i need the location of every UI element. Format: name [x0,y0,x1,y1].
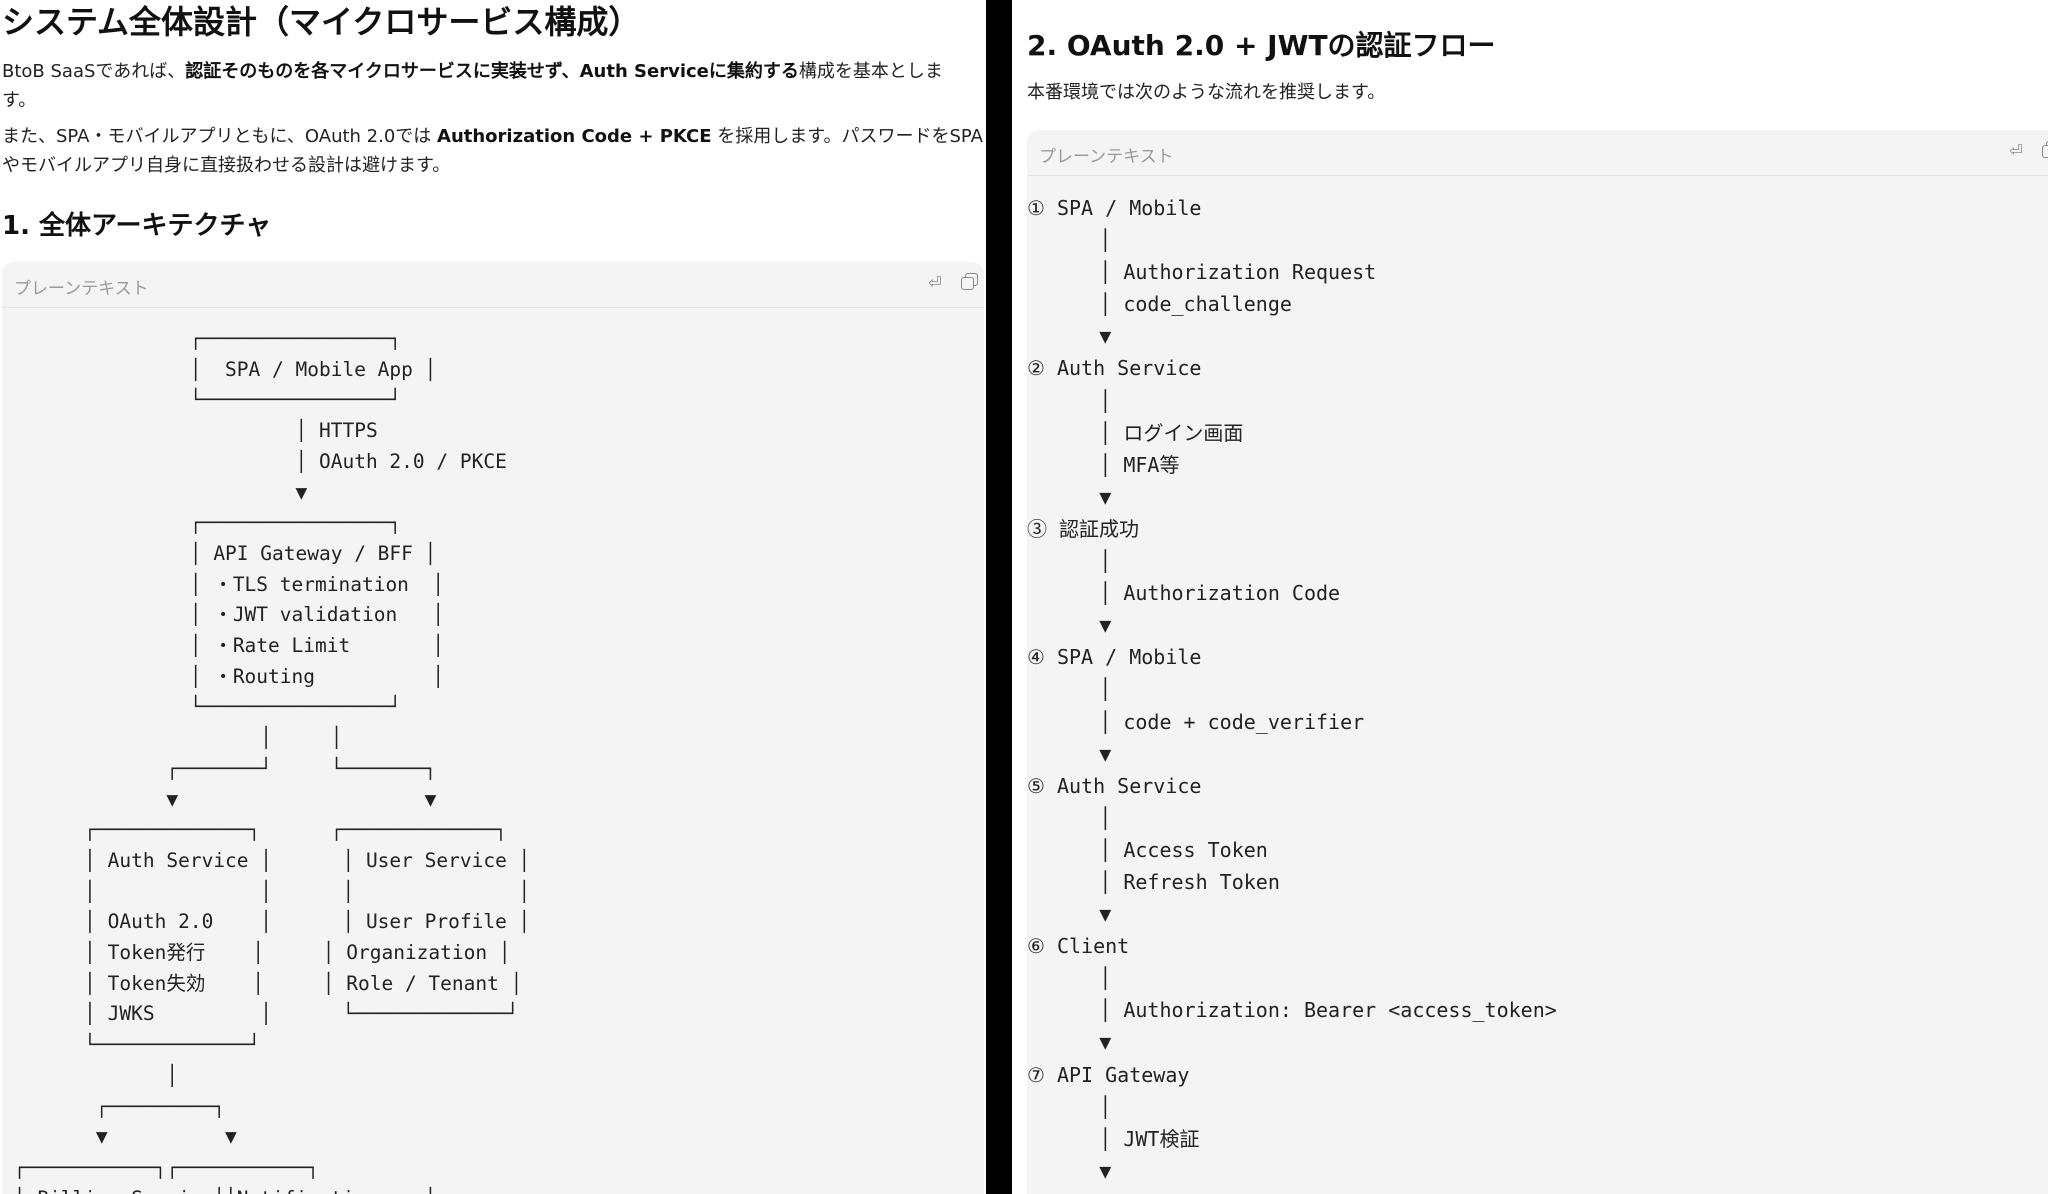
diagram-line: │ API Gateway / BFF │ [2,541,437,565]
diagram-line: ┌────────────────┐ [2,327,402,350]
copy-icon[interactable] [2037,140,2048,162]
architecture-section-title: 1. 全体アーキテクチャ [2,211,272,241]
diagram-line: ▼ [2,480,308,504]
diagram-line: │ Billing Service││Notification │ [2,1187,437,1194]
flow-line: ▼ [1027,741,1112,766]
diagram-line: │ SPA / Mobile App │ [2,357,437,381]
flow-line: ▼ [1027,484,1112,509]
flow-line: │ Authorization: Bearer <access_token> [1027,998,1557,1023]
wrap-icon[interactable]: ⏎ [2009,141,2023,160]
diagram-line: │ ・TLS termination │ [2,572,445,596]
flow-line: ⑦ API Gateway [1027,1062,1190,1087]
copy-icon[interactable] [956,272,978,294]
diagram-line: │ [2,1063,179,1087]
flow-line: ④ SPA / Mobile [1027,645,1202,670]
diagram-line: └────────────────┘ [2,388,402,412]
diagram-line: ▼ ▼ [2,787,437,811]
auth-method-text-post: を採用します。パスワードをSPA [711,126,983,147]
flow-line: │ [1027,677,1112,702]
intro-paragraph: BtoB SaaSであれば、認証そのものを各マイクロサービスに実装せず、Auth… [2,57,982,115]
flow-line: ▼ [1027,613,1112,638]
flow-section-title: 2. OAuth 2.0 + JWTの認証フロー [1027,29,1496,62]
diagram-line: │ JWKS │ └─────────────┘ [2,1002,519,1026]
flow-line: ② Auth Service [1027,356,1202,381]
left-document-pane: システム全体設計（マイクロサービス構成） BtoB SaaSであれば、認証そのも… [0,0,986,1194]
diagram-line: ▼ ▼ [2,1125,237,1149]
diagram-line: │ OAuth 2.0 / PKCE [2,449,507,473]
flow-line: │ [1027,966,1112,991]
diagram-line: │ Token発行 │ │ Organization │ [2,941,511,965]
page-title: システム全体設計（マイクロサービス構成） [2,3,641,41]
code-block-header: プレーンテキスト ⏎ [2,262,984,308]
flow-line: │ code_challenge [1027,292,1292,317]
flow-line: ▼ [1027,1030,1112,1055]
flow-line: │ [1027,1094,1112,1119]
architecture-code-block: プレーンテキスト ⏎ ┌────────────────┐ │ SPA / Mo… [2,262,984,1194]
intro-text-pre: BtoB SaaSであれば、 [2,61,186,82]
diagram-line: ┌─────────────┐ ┌─────────────┐ [2,818,507,842]
intro-text-post-2: す。 [2,90,37,111]
auth-method-paragraph: また、SPA・モバイルアプリともに、OAuth 2.0では Authorizat… [2,122,986,180]
flow-code-block: プレーンテキスト ⏎ ① SPA / Mobile │ │ Authorizat… [1027,130,2048,1194]
intro-text-post: 構成を基本としま [798,61,943,82]
flow-line: │ Refresh Token [1027,869,1280,894]
flow-line: ① SPA / Mobile [1027,196,1202,220]
flow-line: ⑧ Backend Service [1027,1191,1238,1194]
diagram-line: │ ・Routing │ [2,664,445,688]
diagram-line: └─────────────┘ [2,1033,261,1057]
diagram-line: │ OAuth 2.0 │ │ User Profile │ [2,910,531,934]
flow-line: │ code + code_verifier [1027,709,1365,734]
auth-method-text-bold: Authorization Code + PKCE [437,126,712,147]
auth-method-text-post-2: やモバイルアプリ自身に直接扱わせる設計は避けます。 [2,155,451,176]
flow-line: │ [1027,228,1112,253]
flow-line: ▼ [1027,1158,1112,1183]
flow-line: │ JWT検証 [1027,1126,1200,1151]
diagram-line: ┌───────────┐┌───────────┐ [2,1155,319,1179]
diagram-line: │ │ │ │ [2,879,531,903]
auth-flow-text: ① SPA / Mobile │ │ Authorization Request… [1027,192,1557,1194]
diagram-line: │ Auth Service │ │ User Service │ [2,848,531,872]
diagram-line: │ ・JWT validation │ [2,603,445,627]
diagram-line: ┌────────────────┐ [2,511,402,535]
flow-line: ▼ [1027,324,1112,349]
flow-line: │ ログイン画面 [1027,420,1244,445]
diagram-line: ┌─────────┐ [2,1094,226,1118]
flow-line: │ Access Token [1027,837,1268,862]
code-language-label: プレーンテキスト [1039,147,1174,167]
diagram-line: │ ・Rate Limit │ [2,634,445,658]
flow-line: ▼ [1027,902,1112,927]
flow-line: │ MFA等 [1027,452,1180,477]
flow-line: ⑥ Client [1027,934,1130,959]
diagram-line: └────────────────┘ [2,695,402,719]
diagram-line: │ │ [2,726,343,750]
diagram-line: │ Token失効 │ │ Role / Tenant │ [2,971,523,995]
flow-line: │ [1027,388,1112,413]
auth-method-text-pre: また、SPA・モバイルアプリともに、OAuth 2.0では [2,126,438,147]
flow-line: │ [1027,805,1112,830]
flow-line: ③ 認証成功 [1027,516,1140,541]
code-block-header: プレーンテキスト ⏎ [1027,130,2048,176]
diagram-line: ┌───────┘ └───────┐ [2,756,437,780]
flow-line: │ [1027,549,1112,574]
flow-intro-text: 本番環境では次のような流れを推奨します。 [1027,82,1386,103]
flow-line: ⑤ Auth Service [1027,773,1202,798]
wrap-icon[interactable]: ⏎ [928,273,942,292]
flow-line: │ Authorization Code [1027,581,1341,606]
code-language-label: プレーンテキスト [14,279,149,299]
right-document-pane: 2. OAuth 2.0 + JWTの認証フロー 本番環境では次のような流れを推… [1012,0,2048,1194]
intro-text-bold: 認証そのものを各マイクロサービスに実装せず、Auth Serviceに集約する [185,61,799,82]
architecture-diagram-text: ┌────────────────┐ │ SPA / Mobile App │ … [2,324,531,1194]
diagram-line: │ HTTPS [2,419,378,443]
flow-line: │ Authorization Request [1027,260,1377,285]
